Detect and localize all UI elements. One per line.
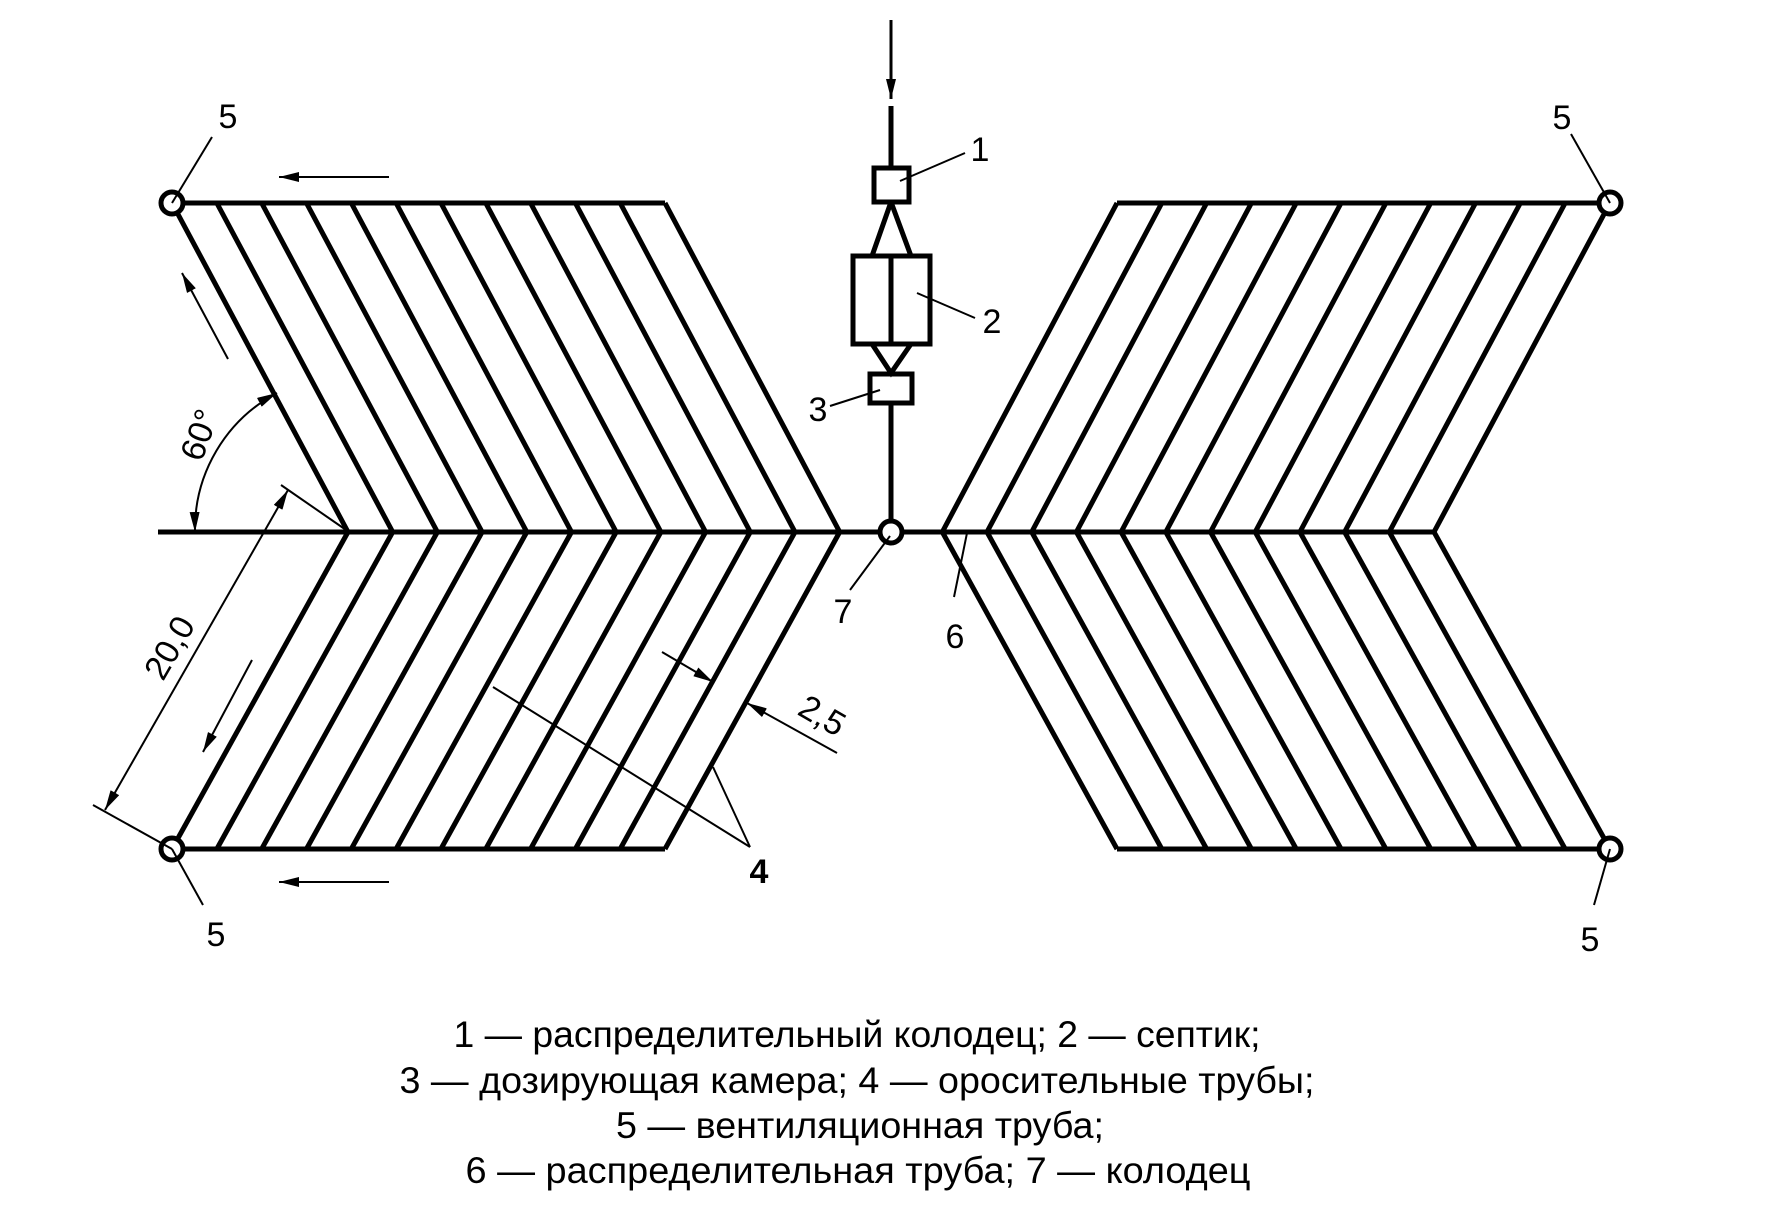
length-dimension-line: [104, 489, 289, 811]
irrigation-pipe: [1387, 530, 1568, 851]
irrigation-pipe: [1118, 201, 1299, 534]
irrigation-pipe: [259, 201, 440, 534]
irrigation-pipe: [1431, 201, 1613, 534]
caption-line: 1 — распределительный колодец; 2 — септи…: [454, 1014, 1261, 1055]
irrigation-pipe: [1074, 530, 1254, 851]
irrigation-pipe: [1297, 201, 1478, 534]
irrigation-pipe: [1074, 201, 1254, 534]
irrigation-pipe: [617, 530, 798, 851]
flow-arrow-down: [202, 659, 253, 753]
label-1: 1: [971, 131, 990, 169]
irrigation-pipe: [1118, 530, 1299, 851]
leader-5-top-right: [1570, 133, 1611, 204]
irrigation-pipe: [1252, 201, 1433, 534]
leader-5-bottom-right: [1593, 848, 1611, 906]
irrigation-pipe: [662, 530, 842, 851]
leader-3: [829, 389, 881, 407]
irrigation-pipe: [1163, 201, 1344, 534]
leader-1: [899, 152, 966, 182]
angle-label: 60°: [173, 404, 226, 465]
irrigation-pipe: [1029, 201, 1209, 534]
leader-4b: [712, 766, 751, 848]
irrigation-pipe: [169, 530, 351, 851]
irrigation-pipe: [984, 530, 1165, 851]
irrigation-pipe: [214, 530, 395, 851]
spacing-label: 2,5: [792, 688, 852, 745]
irrigation-pipe: [940, 530, 1120, 851]
leader-6: [953, 532, 968, 598]
label-5-bottom-right: 5: [1581, 921, 1600, 959]
well-circle: [877, 518, 905, 546]
label-4: 4: [750, 853, 769, 891]
irrigation-pipes: [169, 200, 1613, 852]
irrigation-pipe: [528, 530, 708, 851]
length-label: 20,0: [137, 610, 203, 686]
caption-line: 6 — распределительная труба; 7 — колодец: [466, 1150, 1251, 1191]
caption: 1 — распределительный колодец; 2 — септи…: [400, 1014, 1315, 1191]
irrigation-pipe: [483, 530, 664, 851]
distribution-well-box: [871, 165, 912, 205]
caption-line: 3 — дозирующая камера; 4 — оросительные …: [400, 1060, 1315, 1101]
irrigation-pipe: [1163, 530, 1344, 851]
spacing-arrow-1: [661, 651, 714, 683]
extension-line-bottom: [92, 804, 173, 850]
irrigation-pipe: [1029, 530, 1209, 851]
leader-4a: [492, 686, 751, 848]
flow-arrow-up: [181, 272, 229, 360]
irrigation-pipe: [349, 201, 530, 534]
irrigation-pipe: [438, 201, 619, 534]
connector-to-septic: [869, 201, 914, 257]
irrigation-pipe: [617, 201, 798, 534]
irrigation-pipe: [438, 530, 619, 851]
irrigation-pipe: [259, 530, 440, 851]
irrigation-pipe: [528, 201, 708, 534]
irrigation-pipe: [483, 201, 664, 534]
irrigation-pipe: [169, 201, 351, 534]
irrigation-pipe: [984, 201, 1165, 534]
label-6: 6: [946, 618, 965, 656]
label-5-top-left: 5: [219, 98, 238, 136]
irrigation-pipe: [573, 201, 753, 534]
irrigation-pipe: [304, 201, 485, 534]
extension-line-top: [280, 484, 350, 533]
dosing-chamber-box: [867, 371, 915, 406]
irrigation-pipe: [573, 530, 753, 851]
irrigation-pipe: [1253, 530, 1433, 851]
irrigation-pipe: [662, 201, 842, 534]
label-5-bottom-left: 5: [207, 916, 226, 954]
leader-5-top-left: [171, 136, 213, 204]
irrigation-pipe: [1208, 201, 1389, 534]
irrigation-pipe: [393, 201, 574, 534]
irrigation-pipe: [1297, 530, 1478, 851]
label-2: 2: [983, 303, 1002, 341]
irrigation-pipe: [1431, 530, 1613, 851]
leader-7: [849, 535, 891, 591]
connector-to-dosing: [869, 342, 914, 378]
label-5-top-right: 5: [1553, 99, 1572, 137]
label-7: 7: [834, 593, 853, 631]
irrigation-pipe: [1342, 201, 1523, 534]
irrigation-pipe: [214, 201, 395, 534]
irrigation-pipe: [349, 530, 529, 851]
irrigation-pipe: [393, 530, 574, 851]
irrigation-pipe: [1387, 201, 1568, 534]
spacing-arrow-2: [746, 702, 838, 754]
irrigation-pipe: [1208, 530, 1389, 851]
irrigation-pipe: [1342, 530, 1523, 851]
label-3: 3: [809, 391, 828, 429]
caption-line: 5 — вентиляционная труба;: [616, 1105, 1104, 1146]
irrigation-pipe: [304, 530, 485, 851]
irrigation-pipe: [940, 201, 1120, 534]
leader-5-bottom-left: [171, 848, 204, 906]
leader-2: [916, 292, 976, 319]
